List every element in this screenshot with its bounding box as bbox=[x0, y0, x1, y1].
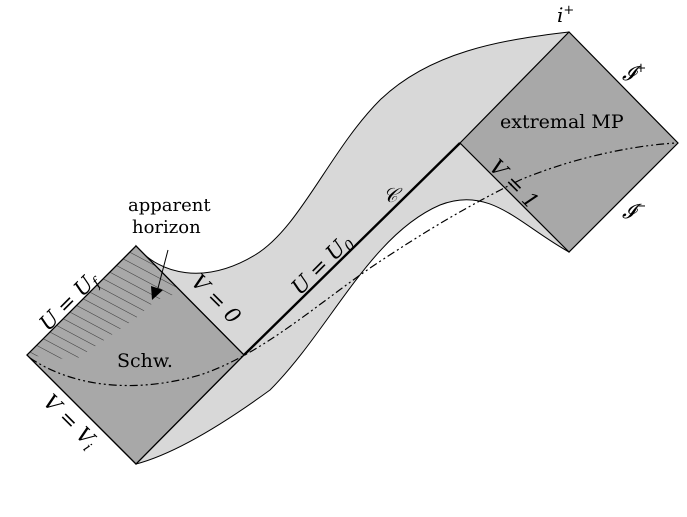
scri-minus-label: 𝓘− bbox=[622, 199, 646, 223]
apparent-label-2: horizon bbox=[132, 217, 201, 238]
schw-label: Schw. bbox=[117, 350, 173, 372]
extremal-region bbox=[459, 31, 679, 253]
scri-plus-label: 𝓘+ bbox=[622, 61, 646, 85]
i-plus-label: i+ bbox=[557, 3, 574, 27]
u-u0-line bbox=[243, 142, 461, 356]
extremal-label: extremal MP bbox=[500, 111, 624, 133]
apparent-label-1: apparent bbox=[128, 195, 211, 216]
hatched-region-lines bbox=[27, 246, 182, 360]
apparent-horizon-arrow bbox=[156, 249, 169, 293]
apparent-horizon-arrowhead bbox=[151, 286, 163, 300]
dash-dot-curve bbox=[29, 142, 677, 387]
